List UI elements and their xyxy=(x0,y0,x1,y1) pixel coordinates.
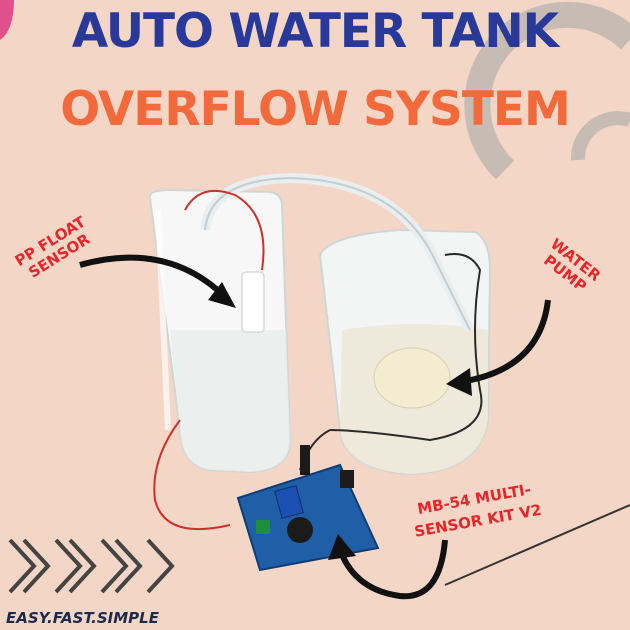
pump-arrow-icon xyxy=(459,299,551,385)
title-line-2: OVERFLOW SYSTEM xyxy=(60,82,571,137)
sensor-wire-red xyxy=(184,190,265,271)
divider-line xyxy=(444,504,630,586)
water-pump xyxy=(373,347,451,409)
corner-pink-shape xyxy=(0,0,14,40)
float-tank-glass xyxy=(148,188,292,474)
chevron-arrows-icon xyxy=(8,538,175,594)
float-sensor xyxy=(241,271,265,333)
arc-decor-icon xyxy=(464,1,630,180)
title-line-1: AUTO WATER TANK xyxy=(71,4,559,59)
pump-wire-black xyxy=(329,253,483,442)
kit-arrow-icon xyxy=(337,539,448,600)
tagline: EASY.FAST.SIMPLE xyxy=(6,609,159,627)
curved-arrow-icon xyxy=(79,254,231,303)
